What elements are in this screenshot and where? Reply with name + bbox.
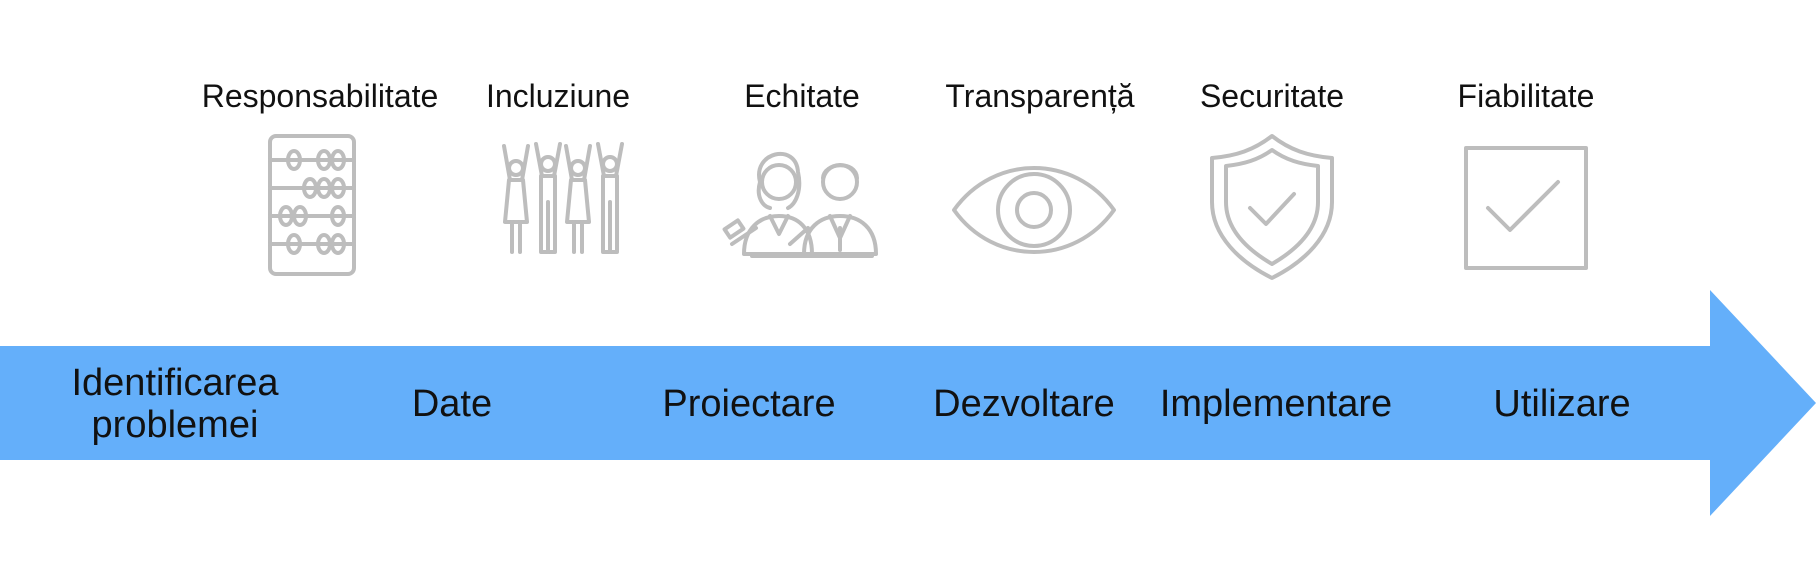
judge-and-lawyer-icon: [712, 132, 892, 282]
stage-label-text: Utilizare: [1493, 383, 1631, 425]
checkbox-icon: [1436, 132, 1616, 282]
stage-proiectare: Proiectare: [604, 344, 894, 464]
stage-line-1: Identificarea: [71, 362, 279, 404]
principle-label-securitate: Securitate: [1199, 78, 1345, 114]
stage-implementare: Implementare: [1131, 344, 1421, 464]
principle-label-transparenta: Transparență: [945, 78, 1135, 114]
stage-label-text: Implementare: [1159, 383, 1393, 425]
stage-label-text: Proiectare: [662, 383, 836, 425]
stage-line-2: problemei: [91, 404, 259, 446]
shield-check-icon: [1182, 132, 1362, 282]
principle-label-responsabilitate: Responsabilitate: [201, 78, 439, 114]
arrow-shape: [0, 290, 1816, 516]
principle-label-fiabilitate: Fiabilitate: [1457, 78, 1595, 114]
stage-label-text: Dezvoltare: [933, 383, 1115, 425]
stage-date: Date: [307, 344, 597, 464]
stage-label-text: Date: [411, 383, 493, 425]
stage-identificarea-problemei: Identificarea problemei: [30, 344, 320, 464]
stage-utilizare: Utilizare: [1417, 344, 1707, 464]
stage-dezvoltare: Dezvoltare: [879, 344, 1169, 464]
eye-icon: [944, 132, 1124, 282]
principle-label-incluziune: Incluziune: [485, 78, 631, 114]
people-cheering-icon: [468, 132, 648, 282]
abacus-icon: [222, 132, 402, 282]
principle-label-echitate: Echitate: [744, 78, 860, 114]
